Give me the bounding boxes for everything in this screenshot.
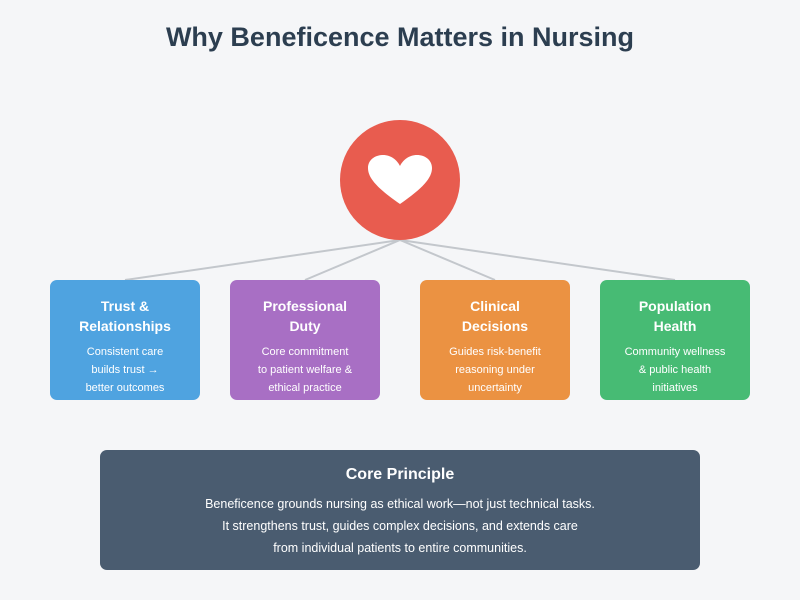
card-description: Core commitment to patient welfare & eth… bbox=[257, 346, 353, 394]
connector-trust bbox=[124, 239, 401, 281]
core-principle-title: Core Principle bbox=[345, 466, 455, 483]
card-title: Clinical Decisions bbox=[461, 298, 529, 334]
card-title: Professional Duty bbox=[262, 298, 348, 334]
core-principle-box: Core Principle Beneficence grounds nursi… bbox=[100, 450, 700, 570]
heart-icon bbox=[368, 155, 432, 204]
card-professional-duty: Professional Duty Core commitment to pat… bbox=[230, 280, 380, 400]
card-population-health: Population Health Community wellness & p… bbox=[600, 280, 750, 400]
connector-clinical bbox=[399, 239, 496, 281]
card-title: Population Health bbox=[638, 298, 712, 334]
card-description: Consistent care builds trust → better ou… bbox=[85, 346, 165, 394]
connector-population bbox=[399, 239, 676, 281]
card-description: Community wellness & public health initi… bbox=[624, 346, 726, 394]
card-title: Trust & Relationships bbox=[79, 298, 171, 334]
connector-duty bbox=[304, 239, 401, 281]
beneficence-hub bbox=[340, 120, 460, 240]
card-description: Guides risk-benefit reasoning under unce… bbox=[449, 346, 541, 394]
card-clinical-decisions: Clinical Decisions Guides risk-benefit r… bbox=[420, 280, 570, 400]
core-principle-text: Beneficence grounds nursing as ethical w… bbox=[205, 497, 595, 555]
page-title: Why Beneficence Matters in Nursing bbox=[165, 22, 635, 52]
card-trust-relationships: Trust & Relationships Consistent care bu… bbox=[50, 280, 200, 400]
